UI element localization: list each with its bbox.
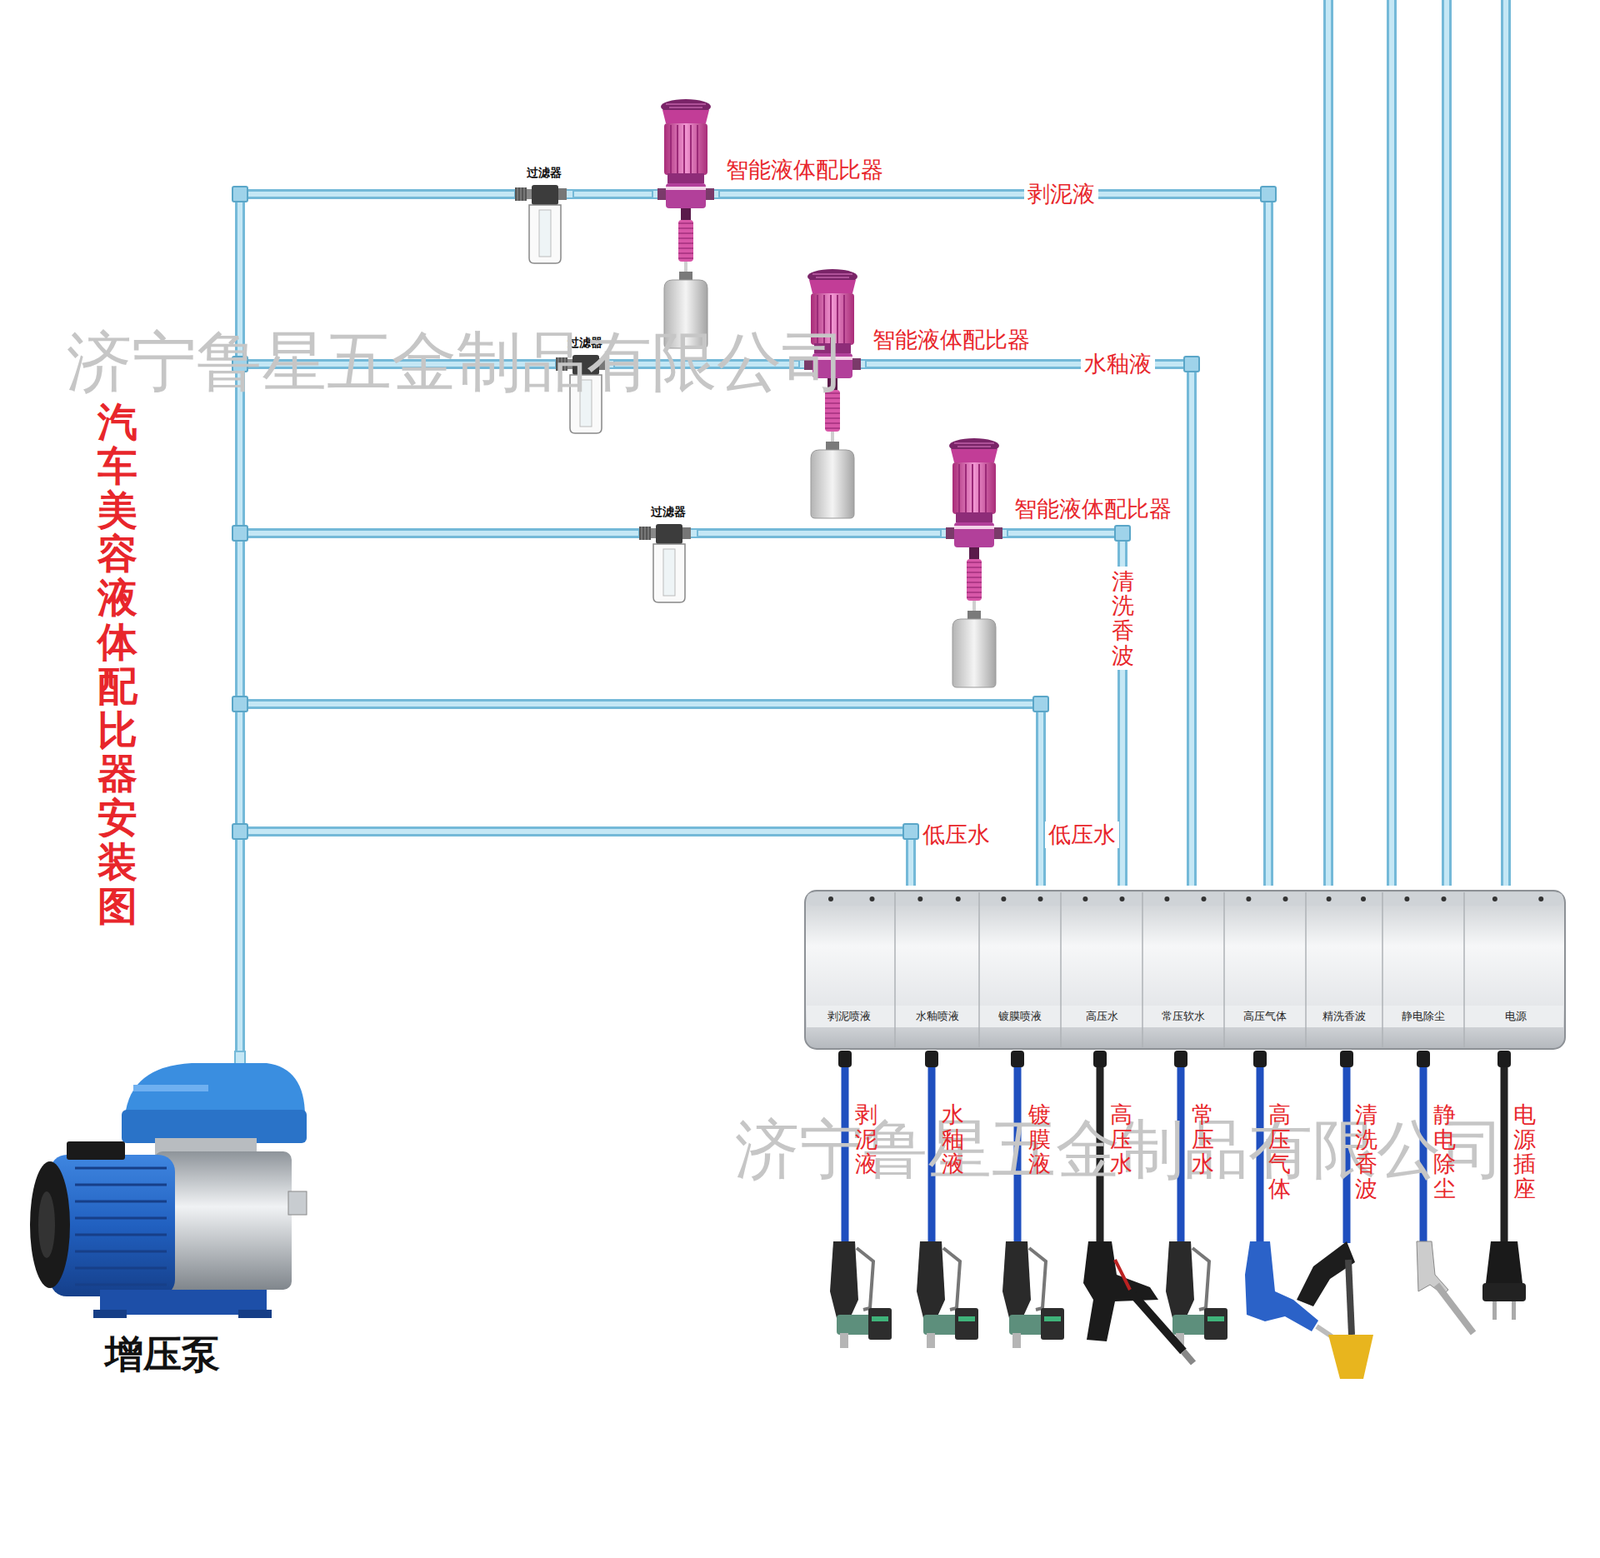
hose-label: 高压气体 [1268,1102,1291,1202]
supply-pipes [1328,0,1506,886]
panel-label: 水釉喷液 [895,1008,980,1025]
pipe [697,533,941,535]
pipe-wall [865,364,1192,886]
pipe-label: 清洗香波 [1110,566,1136,671]
pipe-core [240,194,515,1052]
pipe-wall [719,194,1269,886]
panel-label: 镀膜喷液 [979,1008,1061,1025]
hose-label: 静电除尘 [1433,1102,1456,1202]
filter-shape [515,165,574,265]
pipe-label: 低压水 [1045,821,1120,849]
prop-label: 智能液体配比器 [1014,495,1172,523]
pipe-label: 低压水 [919,821,994,849]
proportioner-node: 智能液体配比器 [940,437,1008,688]
filter-shape [639,504,698,605]
filter-label: 过滤器 [626,504,710,520]
pipe-wall [240,533,640,1052]
hose-label: 清洗香波 [1355,1102,1378,1202]
hose-label: 水釉液 [941,1102,965,1177]
hose-label: 镀膜液 [1028,1102,1051,1177]
proportioner-node: 智能液体配比器 [652,98,720,349]
filter-node: 过滤器 [515,165,574,265]
prop-label: 智能液体配比器 [725,156,884,184]
prop-shape [652,98,720,349]
pipe [240,533,640,1052]
pipe-wall [573,189,653,200]
watermark: 济宁鲁星五金制品有限公司 [66,325,847,400]
pipe-core [865,364,1192,886]
pipe [240,194,515,1052]
filter-node: 过滤器 [639,504,698,605]
panel-label: 常压软水 [1142,1008,1225,1025]
pipe-core [697,530,941,536]
hose-label: 电源插座 [1513,1102,1536,1202]
panel-label: 电源 [1464,1008,1567,1025]
panel-node: 剥泥喷液水釉喷液镀膜喷液高压水常压软水高压气体精洗香波静电除尘电源 [803,885,1567,1051]
pipe-label: 水釉液 [1080,350,1155,378]
pipe-core [573,191,653,197]
pipe-core [719,194,1269,886]
filter-label: 过滤器 [502,165,586,180]
title: 汽车美容液体配比器安装图 [97,400,138,929]
hose-label: 常压水 [1191,1102,1215,1177]
panel-label: 高压水 [1060,1008,1143,1025]
pipe [1007,533,1123,886]
prop-shape [940,437,1008,688]
pump-node: 增压泵 [16,1051,309,1385]
panel-label: 高压气体 [1224,1008,1306,1025]
pipe-wall [697,528,941,539]
spray-guns [830,1241,1526,1380]
hose-label: 剥泥液 [855,1102,878,1177]
prop-label: 智能液体配比器 [872,326,1030,354]
panel-label: 剥泥喷液 [803,1008,895,1025]
pipe-core [240,533,640,1052]
pipe-core [1007,533,1123,886]
pipe-wall [1007,533,1123,886]
pipe [573,194,653,195]
pipe [865,364,1192,886]
hose-label: 高压水 [1110,1102,1133,1177]
panel-label: 精洗香波 [1305,1008,1383,1025]
pump-label: 增压泵 [16,1330,309,1378]
pipe [719,194,1269,886]
pipe-wall [240,194,515,1052]
pipe-label: 剥泥液 [1024,180,1099,208]
panel-shape [803,885,1567,1051]
panel-label: 静电除尘 [1382,1008,1465,1025]
